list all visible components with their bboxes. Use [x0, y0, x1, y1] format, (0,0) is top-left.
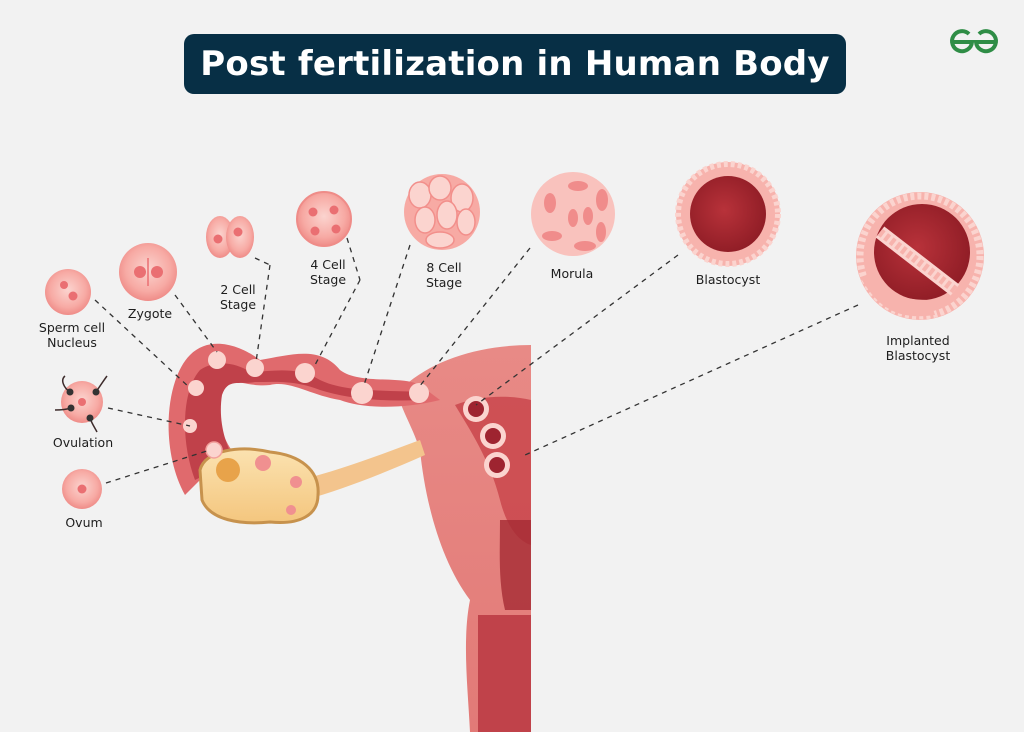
label-eight-cell-stage: 8 Cell Stage	[425, 260, 463, 290]
ovary	[198, 447, 320, 525]
eight-cell-icon	[404, 174, 480, 250]
implanted-blastocyst-icon	[856, 192, 984, 320]
label-sperm-cell-nucleus: Sperm cell Nucleus	[38, 320, 106, 350]
label-implanted-blastocyst: Implanted Blastocyst	[885, 333, 951, 363]
label-ovum: Ovum	[65, 515, 103, 530]
blastocyst-icon	[675, 161, 781, 267]
two-cell-icon	[206, 216, 254, 258]
leader-lines	[94, 237, 859, 484]
morula-icon	[531, 172, 615, 256]
label-four-cell-stage: 4 Cell Stage	[309, 257, 347, 287]
label-two-cell-stage: 2 Cell Stage	[219, 282, 257, 312]
label-ovulation: Ovulation	[52, 435, 114, 450]
page-title: Post fertilization in Human Body	[200, 44, 830, 84]
tube-cells	[183, 351, 510, 478]
four-cell-icon	[296, 191, 352, 247]
label-blastocyst: Blastocyst	[695, 272, 761, 287]
ovarian-ligament	[300, 440, 425, 500]
ovum-icon	[62, 469, 102, 509]
sperm-cell-nucleus-icon	[45, 269, 91, 315]
title-banner: Post fertilization in Human Body	[184, 34, 846, 94]
label-zygote: Zygote	[127, 306, 173, 321]
geeksforgeeks-logo-icon	[950, 29, 998, 54]
label-morula: Morula	[550, 266, 594, 281]
ovulation-icon	[54, 375, 108, 433]
zygote-icon	[119, 243, 177, 301]
